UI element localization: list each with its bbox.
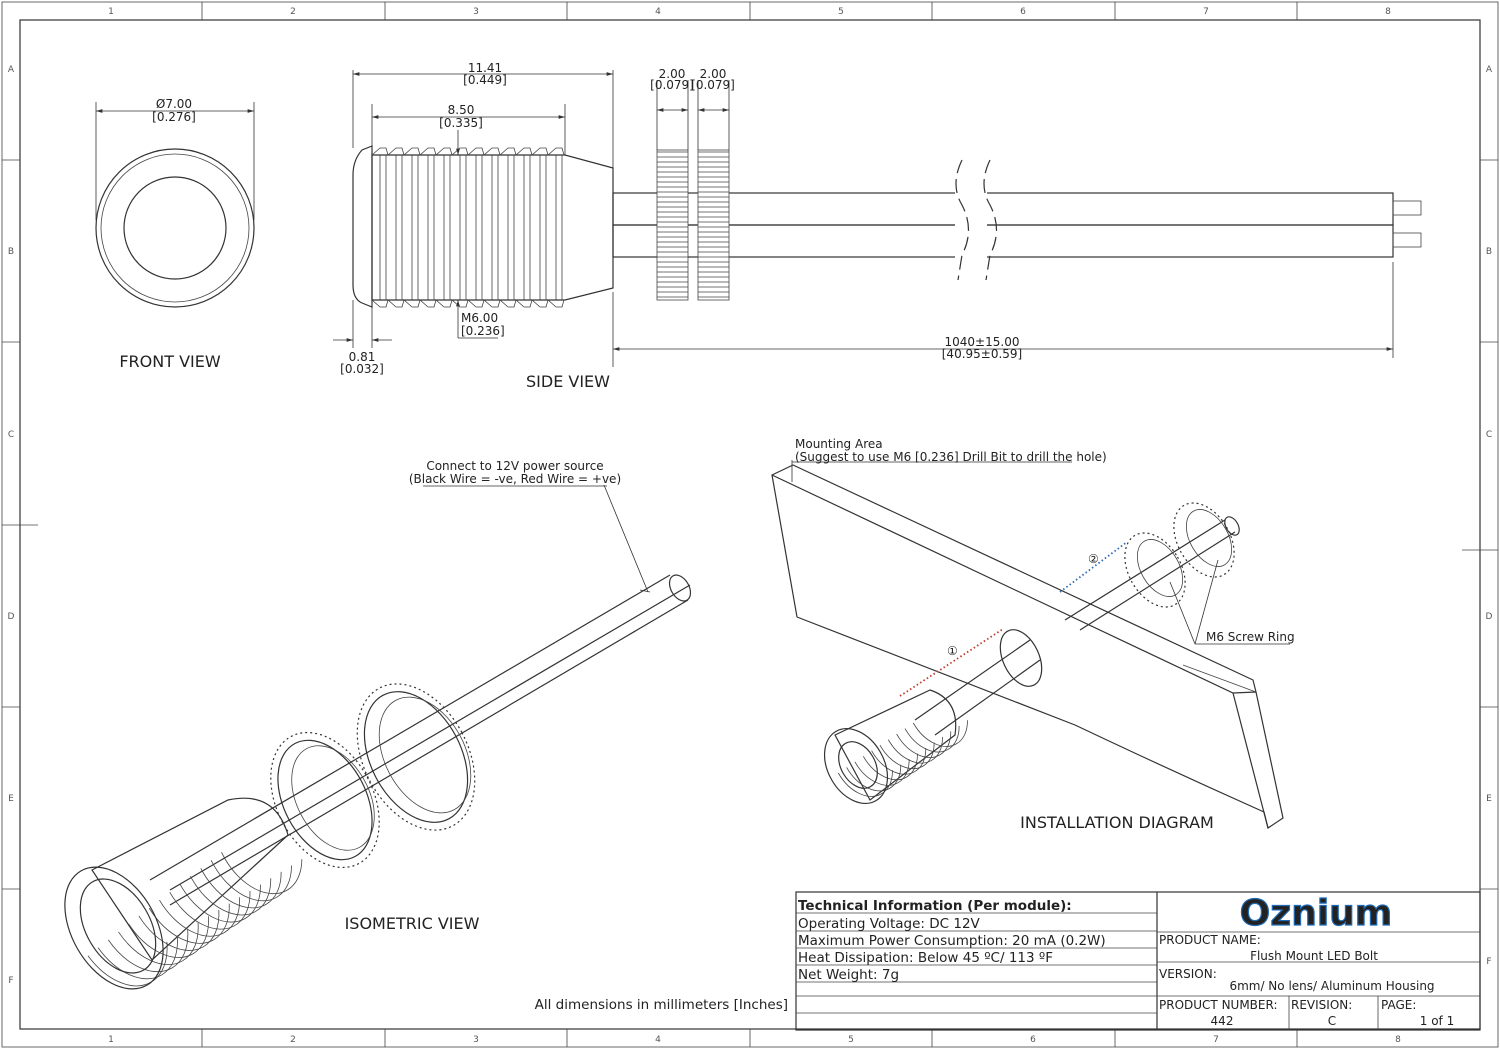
row-label: A [1486,65,1493,75]
side-view: 11.41 [0.449] 8.50 [0.335] 2.00 [0.079] … [333,61,1422,391]
iso-ring-front [270,731,380,869]
mounting-note-line1: Mounting Area [795,437,883,451]
col-label: 1 [108,7,114,17]
col-label: 5 [838,7,844,17]
flange-in: [0.032] [340,362,384,376]
revision: C [1328,1014,1336,1028]
tech-info-heat: Heat Dissipation: Below 45 ºC/ 113 ºF [798,950,1053,966]
product-name: Flush Mount LED Bolt [1250,949,1378,963]
product-number: 442 [1211,1014,1234,1028]
install-ring-1 [1124,532,1186,608]
tech-info-weight: Net Weight: 7g [798,967,899,983]
col-label: 2 [290,7,296,17]
thread-len-mm: 8.50 [448,103,475,117]
col-label: 7 [1203,7,1209,17]
col-label: 1 [108,1035,114,1045]
col-label: 6 [1020,7,1026,17]
revision-label: REVISION: [1291,998,1352,1012]
row-label: C [1486,430,1492,440]
row-label: B [1486,247,1492,257]
side-view-threads [371,147,565,308]
mounting-note-line2: (Suggest to use M6 [0.236] Drill Bit to … [795,450,1107,464]
row-label: E [1486,794,1492,804]
step2-path [1059,541,1128,593]
row-label: F [8,976,13,986]
screw-ring-label: M6 Screw Ring [1206,630,1295,644]
overall-mm: 11.41 [468,61,502,75]
version-label: VERSION: [1159,967,1217,981]
row-label: D [1486,612,1493,622]
front-dia-in: [0.276] [152,110,196,124]
step1-marker: ① [947,644,958,658]
col-label: 6 [1030,1035,1036,1045]
col-label: 3 [473,7,479,17]
isometric-view: Connect to 12V power source (Black Wire … [64,459,692,990]
product-name-label: PRODUCT NAME: [1159,933,1261,947]
iso-ring-rear [356,683,476,831]
row-label: D [8,612,15,622]
row-label: A [8,65,15,75]
step2-marker: ② [1088,552,1099,566]
ring1-mm: 2.00 [659,67,686,81]
front-dia-mm: Ø7.00 [156,97,192,111]
col-label: 5 [848,1035,854,1045]
thread-in: [0.236] [461,324,505,338]
thread-len-in: [0.335] [439,116,483,130]
ring2-mm: 2.00 [700,67,727,81]
ring1-in: [0.079] [650,78,694,92]
install-ring-2 [1173,502,1235,578]
column-labels-bottom: 1 2 3 4 5 6 7 8 [108,1035,1401,1045]
oznium-logo: Oznium [1240,893,1393,934]
row-labels-left: A B C D E F [8,65,15,986]
page-number: 1 of 1 [1420,1014,1454,1028]
wire-in: [40.95±0.59] [942,347,1023,361]
tech-info-power: Maximum Power Consumption: 20 mA (0.2W) [798,933,1106,949]
side-view-title: SIDE VIEW [526,372,610,391]
installation-title: INSTALLATION DIAGRAM [1020,813,1214,832]
row-label: B [8,247,14,257]
front-view-title: FRONT VIEW [119,352,221,371]
col-label: 3 [473,1035,479,1045]
overall-in: [0.449] [463,73,507,87]
wire-mm: 1040±15.00 [945,335,1020,349]
row-label: F [1486,957,1491,967]
row-labels-right: A B C D E F [1486,65,1493,967]
page-label: PAGE: [1381,998,1416,1012]
front-view: Ø7.00 [0.276] FRONT VIEW [95,97,255,371]
step1-path [899,628,1004,697]
power-note-line1: Connect to 12V power source [426,459,603,473]
col-label: 8 [1385,7,1391,17]
col-label: 2 [290,1035,296,1045]
side-view-rings [656,149,730,301]
install-threads [831,673,968,797]
row-label: C [8,430,14,440]
product-number-label: PRODUCT NUMBER: [1159,998,1278,1012]
tech-info-heading: Technical Information (Per module): [798,898,1072,914]
col-label: 8 [1395,1035,1401,1045]
isometric-view-title: ISOMETRIC VIEW [345,914,480,933]
thread-mm: M6.00 [461,311,498,325]
col-label: 7 [1213,1035,1219,1045]
col-label: 4 [655,7,661,17]
version: 6mm/ No lens/ Aluminum Housing [1229,979,1434,993]
power-note-line2: (Black Wire = -ve, Red Wire = +ve) [409,472,621,486]
iso-threads [68,785,303,987]
ring2-in: [0.079] [691,78,735,92]
units-note: All dimensions in millimeters [Inches] [535,997,788,1013]
tech-info-voltage: Operating Voltage: DC 12V [798,916,981,932]
col-label: 4 [655,1035,661,1045]
installation-diagram: ① ② Mounting Area (Suggest to use M6 [0.… [771,437,1295,832]
title-block: Technical Information (Per module): Oper… [795,891,1481,1031]
flange-mm: 0.81 [349,350,376,364]
row-label: E [8,794,14,804]
column-labels-top: 1 2 3 4 5 6 7 8 [108,7,1391,17]
